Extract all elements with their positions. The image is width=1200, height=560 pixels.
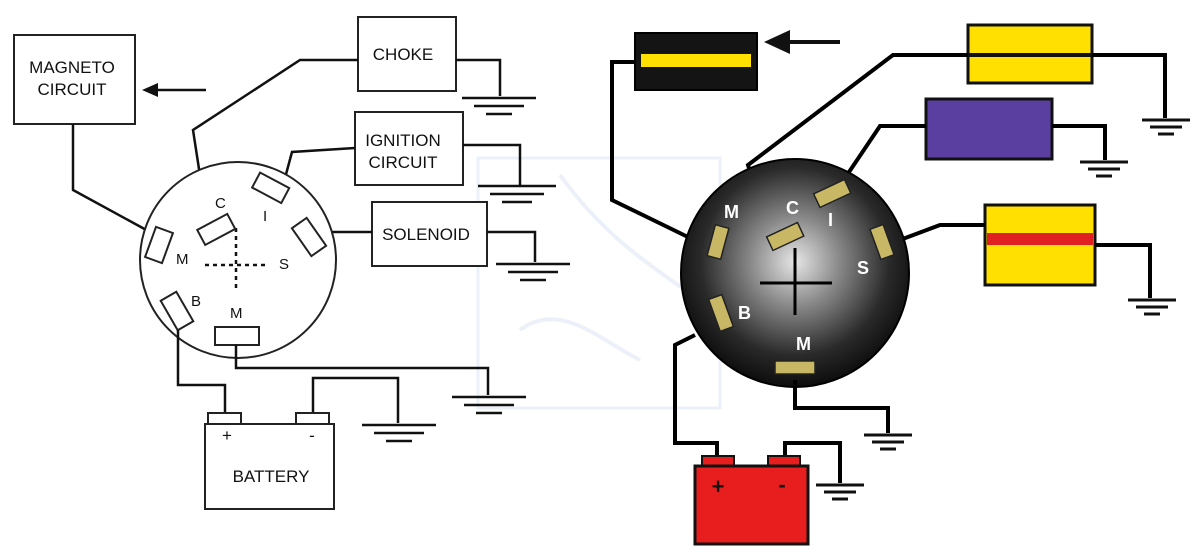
terminal-s — [868, 223, 896, 261]
ignition-component — [924, 97, 1054, 161]
battery-plus-label: + — [712, 474, 725, 499]
terminal-m-bottom — [214, 326, 260, 346]
ground-symbol — [462, 96, 536, 116]
solenoid-label: SOLENOID — [382, 225, 470, 244]
ignition-label-line2: CIRCUIT — [369, 153, 438, 172]
battery-plus-label: + — [222, 426, 232, 445]
choke-label: CHOKE — [373, 45, 433, 64]
terminal-m-left-label: M — [724, 202, 739, 222]
terminal-c — [195, 212, 237, 247]
terminal-s — [290, 216, 328, 258]
wire-ignition — [843, 124, 926, 180]
ignition-switch-schematic: C I M S B M — [139, 161, 337, 359]
wire-ignition-ground — [463, 143, 522, 185]
magneto-label-line2: CIRCUIT — [38, 80, 107, 99]
terminal-c — [765, 221, 805, 252]
magneto-component — [634, 32, 758, 91]
wire-choke — [191, 58, 358, 209]
terminal-m-left — [143, 225, 175, 265]
wire-choke-ground — [1092, 53, 1167, 118]
ignition-label-line1: IGNITION — [365, 131, 441, 150]
wire-ignition — [283, 146, 356, 179]
ground-symbol — [1128, 298, 1176, 316]
magneto-label-line1: MAGNETO — [29, 58, 115, 77]
right-schematic: M C I S B M + - — [610, 23, 1190, 546]
terminal-b — [159, 290, 195, 332]
ground-symbol — [496, 262, 570, 282]
wire-choke-ground — [456, 58, 502, 96]
ignition-switch-rendered: M C I S B M — [680, 158, 910, 388]
choke-component — [966, 23, 1094, 85]
battery-minus-label: - — [309, 426, 315, 445]
wire-solenoid-ground — [1095, 243, 1152, 298]
solenoid-box: SOLENOID — [371, 201, 488, 267]
solenoid-component — [983, 203, 1097, 287]
wire-solenoid-ground — [487, 230, 537, 262]
arrow-icon — [764, 30, 840, 54]
battery-minus-label: - — [778, 472, 785, 497]
ignition-circuit-box: IGNITION CIRCUIT — [354, 111, 464, 186]
battery-schematic: + - BATTERY — [204, 412, 335, 510]
terminal-i-label: I — [263, 208, 267, 225]
ground-symbol — [452, 395, 526, 415]
wire-m-ground — [793, 380, 890, 433]
wire-battery-negative — [311, 376, 400, 423]
terminal-s-label: S — [857, 258, 869, 278]
terminal-i — [250, 171, 291, 205]
wire-battery-positive — [176, 330, 227, 413]
wire-magneto — [610, 60, 691, 240]
ground-symbol — [1142, 118, 1190, 136]
ground-symbol — [478, 184, 556, 204]
ground-symbol — [816, 483, 864, 501]
wire-battery-positive — [673, 333, 719, 459]
terminal-i-label: I — [828, 210, 833, 230]
terminal-i — [812, 178, 852, 209]
ground-symbol — [1080, 160, 1128, 178]
magneto-circuit-box: MAGNETO CIRCUIT — [13, 34, 136, 125]
ground-symbol — [362, 423, 436, 443]
terminal-m-left — [706, 223, 730, 261]
terminal-b-label: B — [738, 303, 751, 323]
battery-rendered: + - — [693, 455, 810, 546]
terminal-b-label: B — [191, 293, 201, 310]
terminal-c-label: C — [786, 198, 799, 218]
wire-m-ground — [234, 345, 490, 395]
wire-solenoid — [899, 223, 985, 242]
terminal-s-label: S — [279, 256, 289, 273]
battery-label: BATTERY — [233, 467, 310, 486]
choke-box: CHOKE — [357, 16, 457, 92]
terminal-m-bottom-label: M — [230, 305, 243, 322]
terminal-m-bottom-label: M — [796, 334, 811, 354]
terminal-m-bottom — [774, 360, 816, 375]
terminal-m-left-label: M — [176, 251, 189, 268]
wire-ignition-ground — [1052, 124, 1107, 160]
wire-magneto — [71, 124, 151, 234]
left-schematic: MAGNETO CIRCUIT CHOKE IGNITION CIRCUIT — [13, 16, 570, 510]
arrow-icon — [142, 83, 206, 97]
ground-symbol — [864, 433, 912, 451]
terminal-c-label: C — [215, 195, 226, 212]
wire-battery-negative — [783, 441, 842, 483]
terminal-b — [707, 293, 735, 333]
